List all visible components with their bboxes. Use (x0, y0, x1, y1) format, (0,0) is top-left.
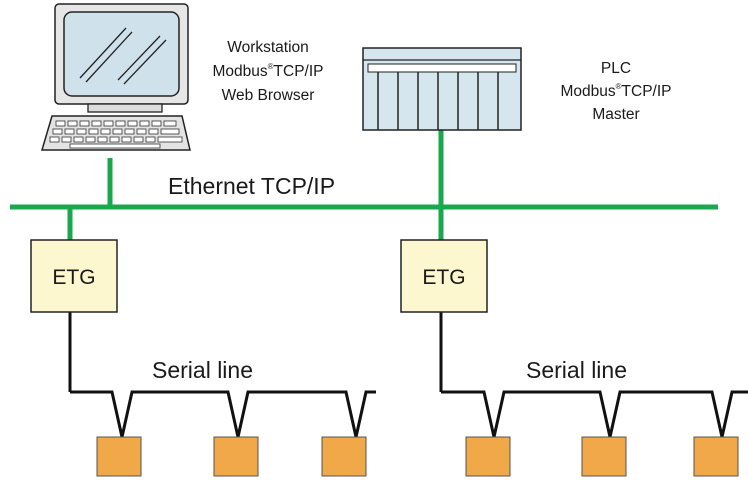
workstation-label-line1: Workstation (227, 39, 309, 56)
gateway-etg-1-label: ETG (52, 266, 95, 289)
serial-device-3 (321, 436, 367, 477)
serial-device-1 (96, 436, 142, 477)
serial-devices (96, 436, 739, 477)
ethernet-label: Ethernet TCP/IP (168, 173, 335, 199)
workstation-icon (40, 3, 191, 151)
ethernet-network (10, 128, 718, 240)
serial-device-5 (581, 436, 627, 477)
workstation-label: Workstation Modbus®TCP/IP Web Browser (212, 39, 323, 104)
workstation-label-line3: Web Browser (222, 87, 315, 104)
plc-icon (362, 47, 522, 131)
workstation-label-line2: Modbus®TCP/IP (212, 62, 323, 80)
gateway-etg-2: ETG (400, 239, 488, 313)
gateway-etg-1: ETG (30, 239, 118, 313)
gateway-etg-2-label: ETG (422, 266, 465, 289)
plc-label: PLC Modbus®TCP/IP Master (560, 60, 671, 123)
plc-label-line1: PLC (601, 60, 631, 77)
serial-device-2 (213, 436, 259, 477)
plc-label-line3: Master (592, 106, 639, 123)
serial-line-right-label: Serial line (526, 357, 627, 383)
serial-device-4 (465, 436, 511, 477)
serial-device-6 (693, 436, 739, 477)
serial-line-left-label: Serial line (152, 357, 253, 383)
plc-label-line2: Modbus®TCP/IP (560, 82, 671, 100)
